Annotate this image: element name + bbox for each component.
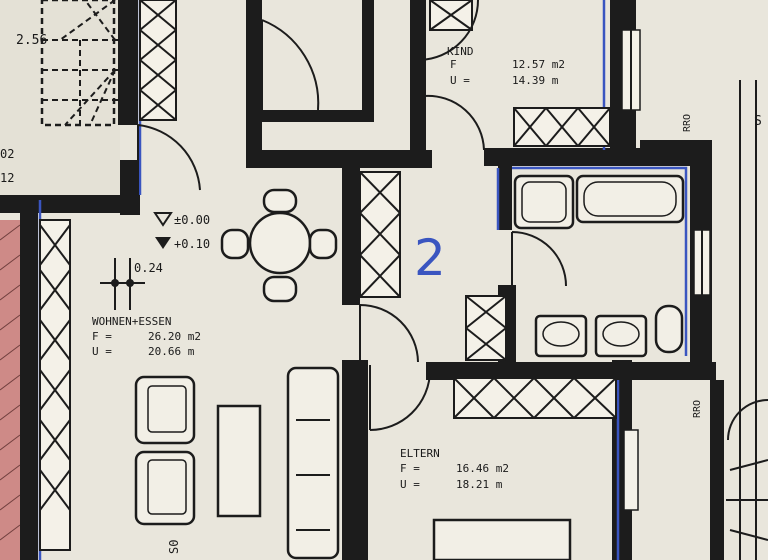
windows [621,29,757,560]
level-0-10: +0.10 [174,237,210,251]
kind-u-label: U = [450,74,470,87]
eltern-u-label: U = [400,478,420,491]
level-0-00: ±0.00 [174,213,210,227]
eltern-f-label: F = [400,462,420,475]
level-markers [153,212,173,249]
edge-mark-rro-2: RRO [692,400,703,418]
edge-mark-rro-1: RRO [682,114,693,132]
wohnen-u-value: 20.66 m [148,345,195,358]
wardrobes [39,0,617,551]
staircase [40,0,118,127]
dimension-marker [100,258,145,310]
wohnen-f-value: 26.20 m2 [148,330,201,343]
living-furniture [134,366,572,560]
dimension-02: 02 [0,147,14,161]
wohnen-f-label: F = [92,330,112,343]
room-name-wohnen: WOHNEN+ESSEN [92,315,171,328]
wohnen-u-label: U = [92,345,112,358]
kind-u-value: 14.39 m [512,74,559,87]
eltern-u-value: 18.21 m [456,478,503,491]
dining-table-set [220,188,338,303]
room-name-eltern: ELTERN [400,447,440,460]
kind-f-value: 12.57 m2 [512,58,565,71]
room-name-kind: KIND [447,45,474,58]
bathroom-fixtures [513,174,685,358]
level-open-triangle-icon [153,212,173,227]
room-label-eltern: ELTERN F = 16.46 m2 U = 18.21 m [400,447,509,491]
dimension-2-56: 2.56 [16,33,47,48]
unit-number: 2 [414,229,446,287]
level-filled-triangle-icon [155,237,171,249]
edge-mark-s: S [754,114,762,129]
dimension-12: 12 [0,171,14,185]
eltern-f-value: 16.46 m2 [456,462,509,475]
kind-f-label: F [450,58,457,71]
doors [137,0,768,541]
room-label-wohnen: WOHNEN+ESSEN F = 26.20 m2 U = 20.66 m [92,315,201,358]
room-label-kind: KIND F 12.57 m2 U = 14.39 m [447,45,565,87]
dimension-0-24: 0.24 [134,261,163,275]
edge-mark-s0: S0 [167,540,181,554]
exterior-hatch [0,220,20,560]
